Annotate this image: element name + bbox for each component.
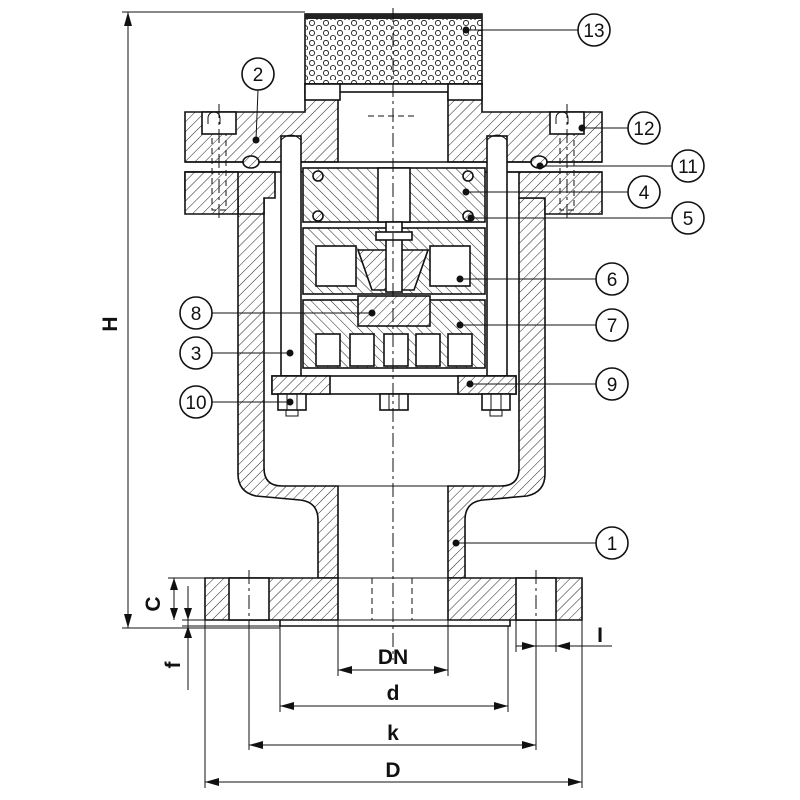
callout-1-label: 1 <box>607 534 618 555</box>
valve-body <box>204 197 583 628</box>
dim-d: d <box>387 682 400 705</box>
callout-5-label: 5 <box>683 209 694 230</box>
callout-8-label: 8 <box>191 304 202 325</box>
bottom-plate <box>271 375 517 395</box>
callout-3-label: 3 <box>191 344 202 365</box>
callout-6-label: 6 <box>607 270 618 291</box>
callout-4-label: 4 <box>639 183 650 204</box>
dim-C: C <box>142 596 165 611</box>
nuts <box>277 393 511 417</box>
callout-11-label: 11 <box>678 157 698 178</box>
dimensions: H C f DN d <box>99 11 612 788</box>
dim-k: k <box>387 722 399 745</box>
callout-2-label: 2 <box>253 65 264 86</box>
guide-rods <box>280 134 508 377</box>
seat-block <box>302 167 486 223</box>
dim-I: I <box>597 624 603 647</box>
callout-10-label: 10 <box>185 393 206 414</box>
callout-12-label: 12 <box>633 119 654 140</box>
callout-9-label: 9 <box>607 375 618 396</box>
cover-bolts <box>201 104 585 222</box>
spring-block <box>302 295 486 369</box>
callouts: 13 2 12 11 4 5 6 7 <box>179 13 705 560</box>
callout-7-label: 7 <box>607 316 618 337</box>
piston-disc <box>302 221 486 295</box>
dim-H: H <box>99 316 122 331</box>
callout-13 <box>577 13 611 47</box>
dim-f: f <box>162 661 185 669</box>
dim-DN: DN <box>378 646 408 669</box>
dim-D: D <box>385 759 400 782</box>
callout-13-label: 13 <box>583 21 604 42</box>
